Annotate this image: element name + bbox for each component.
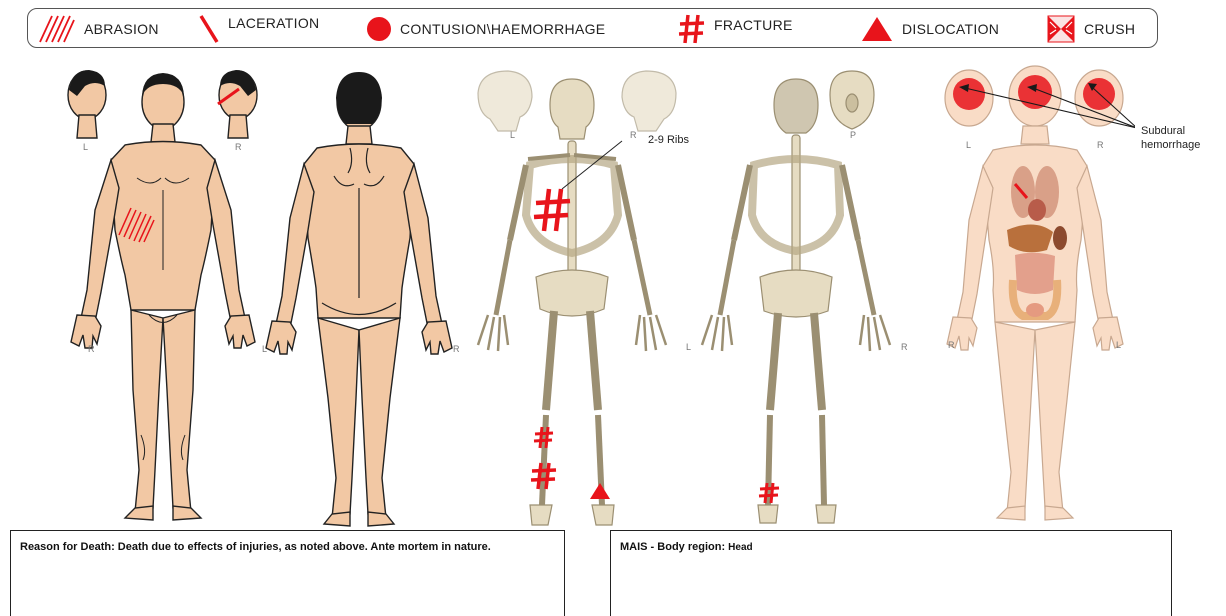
back-side-right-caption: R (453, 344, 460, 354)
legend-fracture-label: FRACTURE (714, 17, 793, 33)
internal-head-left-caption: L (966, 140, 971, 150)
internal-organs-body (935, 60, 1135, 525)
external-back-body (262, 68, 457, 528)
external-front-body (55, 60, 270, 525)
mais-value: Head (728, 542, 752, 553)
internal-head-right-caption: R (1097, 140, 1104, 150)
subdural-annotation-line1: Subdural (1141, 124, 1200, 138)
subdural-annotation-line2: hemorrhage (1141, 138, 1200, 152)
legend-abrasion-label: ABRASION (84, 21, 159, 37)
front-side-caption: R (88, 344, 95, 354)
dislocation-icon (860, 15, 894, 43)
reason-for-death-text: Reason for Death: Death due to effects o… (20, 541, 491, 553)
crush-icon (1046, 14, 1076, 44)
internal-side-right-caption: L (1116, 340, 1121, 350)
legend-dislocation-label: DISLOCATION (902, 21, 999, 37)
ankle-dislocation-mark (590, 483, 610, 499)
legend-crush: CRUSH (1046, 9, 1135, 49)
legend-contusion: CONTUSION\HAEMORRHAGE (366, 9, 605, 49)
mais-label: MAIS - Body region: (620, 541, 725, 553)
internal-side-left-caption: R (948, 340, 955, 350)
laceration-icon (198, 13, 220, 45)
legend-laceration-label: LACERATION (228, 15, 319, 31)
legend-dislocation: DISLOCATION (860, 9, 999, 49)
contusion-icon (366, 16, 392, 42)
legend-contusion-label: CONTUSION\HAEMORRHAGE (400, 21, 605, 37)
mais-box: MAIS - Body region: Head (610, 530, 1172, 616)
skull-left-caption: L (510, 130, 515, 140)
ribs-annotation: 2-9 Ribs (648, 133, 689, 147)
reason-for-death-box: Reason for Death: Death due to effects o… (10, 530, 565, 616)
legend-crush-label: CRUSH (1084, 21, 1135, 37)
fracture-icon (678, 13, 706, 45)
back-side-left-caption: L (262, 344, 267, 354)
skull-base-caption: P (850, 130, 856, 140)
skeleton-back-side-caption: R (901, 342, 908, 352)
subdural-annotation: Subdural hemorrhage (1141, 124, 1200, 152)
front-head-left-caption: L (83, 142, 88, 152)
skeleton-back (690, 65, 905, 530)
legend-laceration: LACERATION (198, 9, 319, 49)
front-head-right-caption: R (235, 142, 242, 152)
injury-legend: ABRASION LACERATION CONTUSION\HAEMORRHAG… (27, 8, 1158, 48)
rib-fracture-mark (534, 189, 570, 231)
legend-abrasion: ABRASION (38, 9, 159, 49)
legend-fracture: FRACTURE (678, 9, 793, 49)
abrasion-icon (38, 14, 76, 44)
skull-right-caption: R (630, 130, 637, 140)
